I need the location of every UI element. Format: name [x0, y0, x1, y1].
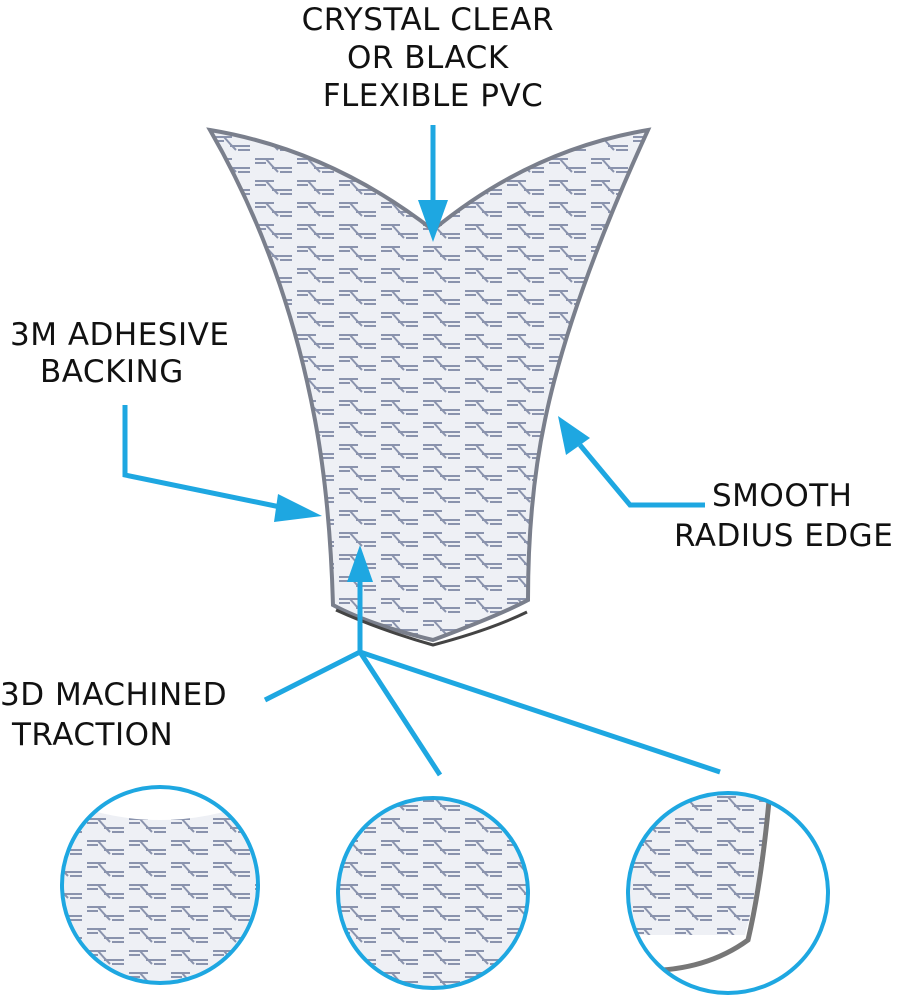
label-3d-machined-traction: 3D MACHINED TRACTION — [0, 677, 237, 753]
arrow-adhesive — [122, 405, 322, 522]
detail-circle-left — [60, 785, 260, 985]
detail-circle-right — [626, 791, 830, 995]
arrow-down — [418, 125, 448, 242]
label-adhesive-backing: 3M ADHESIVE BACKING — [10, 317, 240, 390]
arrow-traction — [263, 545, 721, 777]
arrow-edge — [558, 416, 705, 508]
label-smooth-radius-edge: SMOOTH RADIUS EDGE — [674, 478, 893, 554]
label-crystal-clear: CRYSTAL CLEAR OR BLACK FLEXIBLE PVC — [302, 2, 565, 114]
tank-pad — [206, 127, 652, 643]
detail-circle-middle — [336, 796, 530, 990]
